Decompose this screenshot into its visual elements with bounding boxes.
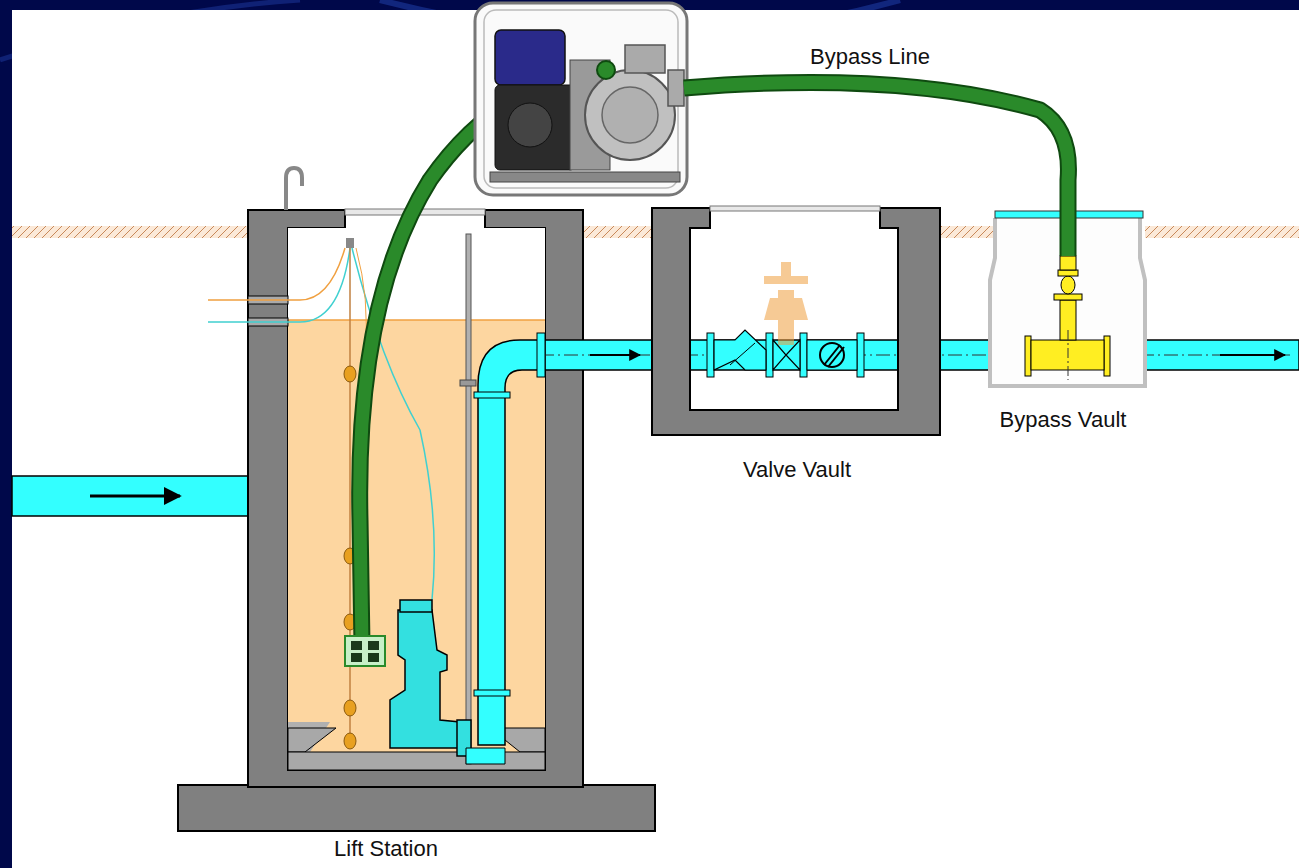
part-label: Valve Vault — [740, 457, 854, 483]
part-label: Lift Station — [331, 836, 441, 862]
part-label: Bypass Vault — [997, 407, 1130, 433]
part-label: Bypass Line — [807, 44, 933, 70]
